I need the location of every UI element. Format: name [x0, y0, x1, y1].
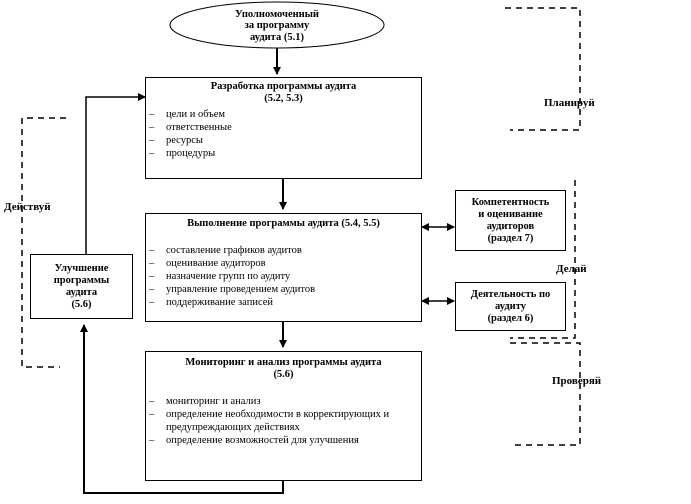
improvement-line-1: Улучшение [54, 262, 109, 274]
improvement-line-3: аудита [65, 286, 98, 298]
planning-box: Разработка программы аудита (5.2, 5.3) ц… [145, 77, 422, 179]
planning-list: цели и объем ответственные ресурсы проце… [146, 108, 421, 160]
planning-title: Разработка программы аудита [210, 81, 357, 92]
list-item: процедуры [146, 147, 421, 160]
list-item: определение необходимости в корректирующ… [146, 408, 413, 434]
list-item: цели и объем [146, 108, 421, 121]
pdca-plan-label: Планируй [544, 97, 595, 109]
list-item: управление проведением аудитов [146, 283, 421, 296]
competence-line-4: (раздел 7) [487, 232, 534, 244]
implementation-title: Выполнение программы аудита (5.4, 5.5) [187, 218, 380, 229]
improvement-box: Улучшение программы аудита (5.6) [30, 254, 133, 319]
list-item: ресурсы [146, 134, 421, 147]
activities-line-3: (раздел 6) [487, 312, 534, 324]
arrow-monitoring-to-improvement [80, 324, 284, 494]
activities-box: Деятельность по аудиту (раздел 6) [455, 282, 566, 331]
list-item: составление графиков аудитов [146, 244, 421, 257]
competence-line-2: и оценивание [478, 208, 543, 220]
competence-line-1: Компетентность [471, 196, 550, 208]
pdca-dashed-brackets [21, 7, 581, 446]
list-item: назначение групп по аудиту [146, 270, 421, 283]
activities-line-2: аудиту [495, 300, 526, 312]
arrow-improvement-to-planning [85, 93, 146, 254]
improvement-line-4: (5.6) [71, 298, 92, 310]
responsible-line-1: Уполномоченный [235, 8, 319, 20]
responsible-line-2: за программу [244, 20, 310, 32]
list-item: оценивание аудиторов [146, 257, 421, 270]
activities-line-1: Деятельность по [470, 288, 551, 300]
responsible-line-3: аудита (5.1) [250, 31, 304, 43]
planning-ref: (5.2, 5.3) [264, 93, 303, 104]
responsible-oval: Уполномоченный за программу аудита (5.1) [169, 2, 385, 50]
list-item: определение возможностей для улучшения [146, 434, 413, 447]
monitoring-title: Мониторинг и анализ программы аудита [185, 357, 382, 368]
pdca-check-label: Проверяй [552, 375, 602, 387]
list-item: ответственные [146, 121, 421, 134]
competence-line-3: аудиторов [486, 220, 535, 232]
improvement-line-2: программы [53, 274, 110, 286]
pdca-act-label: Действуй [4, 201, 51, 213]
implementation-box: Выполнение программы аудита (5.4, 5.5) с… [145, 213, 422, 322]
implementation-list: составление графиков аудитов оценивание … [146, 244, 421, 309]
competence-box: Компетентность и оценивание аудиторов (р… [455, 190, 566, 251]
monitoring-ref: (5.6) [273, 369, 294, 380]
monitoring-box: Мониторинг и анализ программы аудита (5.… [145, 351, 422, 481]
list-item: поддерживание записей [146, 296, 421, 309]
list-item: мониторинг и анализ [146, 395, 413, 408]
monitoring-list: мониторинг и анализ определение необходи… [146, 395, 421, 447]
pdca-do-label: Делай [556, 263, 587, 275]
